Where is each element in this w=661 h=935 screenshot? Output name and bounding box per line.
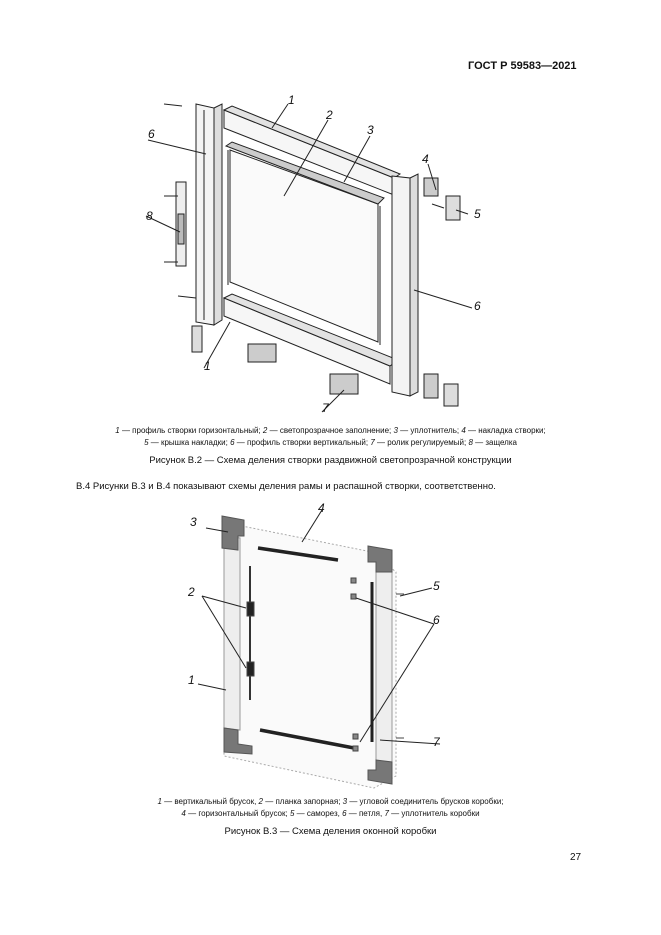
- figure-b2-legend: 1 — профиль створки горизонтальный; 2 — …: [50, 425, 611, 449]
- fig2-callout-6-left: 6: [148, 127, 155, 141]
- legend-line: 1 — вертикальный брусок, 2 — планка запо…: [157, 797, 504, 806]
- figure-b3-legend: 1 — вертикальный брусок, 2 — планка запо…: [50, 796, 611, 820]
- legend-line: 5 — крышка накладки; 6 — профиль створки…: [144, 438, 517, 447]
- fig3-callout-3: 3: [190, 515, 197, 529]
- legend-line: 4 — горизонтальный брусок; 5 — саморез, …: [181, 809, 480, 818]
- figure-b2-drawing: 1 2 3 4 5 6 6 7 8 1: [145, 93, 481, 415]
- fig3-callout-5: 5: [433, 579, 440, 593]
- fig2-callout-6-right: 6: [474, 299, 481, 313]
- body-paragraph: В.4 Рисунки В.3 и В.4 показывают схемы д…: [76, 481, 496, 492]
- fig2-callout-4: 4: [422, 152, 429, 166]
- fig2-callout-5: 5: [474, 207, 481, 221]
- standard-number: ГОСТ Р 59583—2021: [468, 60, 577, 72]
- page-number: 27: [570, 852, 582, 863]
- figure-b3-title: Рисунок В.3 — Схема деления оконной коро…: [224, 826, 437, 837]
- legend-line: 1 — профиль створки горизонтальный; 2 — …: [115, 426, 546, 435]
- fig2-callout-2: 2: [325, 108, 333, 122]
- fig2-callout-3: 3: [367, 123, 374, 137]
- fig2-callout-7: 7: [322, 401, 330, 415]
- fig2-callout-8: 8: [146, 209, 153, 223]
- fig3-callout-7: 7: [433, 735, 441, 749]
- fig2-callout-1: 1: [288, 93, 295, 107]
- fig2-callout-1-bottom: 1: [204, 359, 211, 373]
- fig3-callout-6: 6: [433, 613, 440, 627]
- figure-b3-drawing: 3 4 5 2 6 1 7: [187, 501, 441, 789]
- fig3-callout-1: 1: [188, 673, 195, 687]
- figure-b2-title: Рисунок В.2 — Схема деления створки разд…: [149, 455, 512, 466]
- fig3-callout-2: 2: [187, 585, 195, 599]
- fig3-callout-4: 4: [318, 501, 325, 515]
